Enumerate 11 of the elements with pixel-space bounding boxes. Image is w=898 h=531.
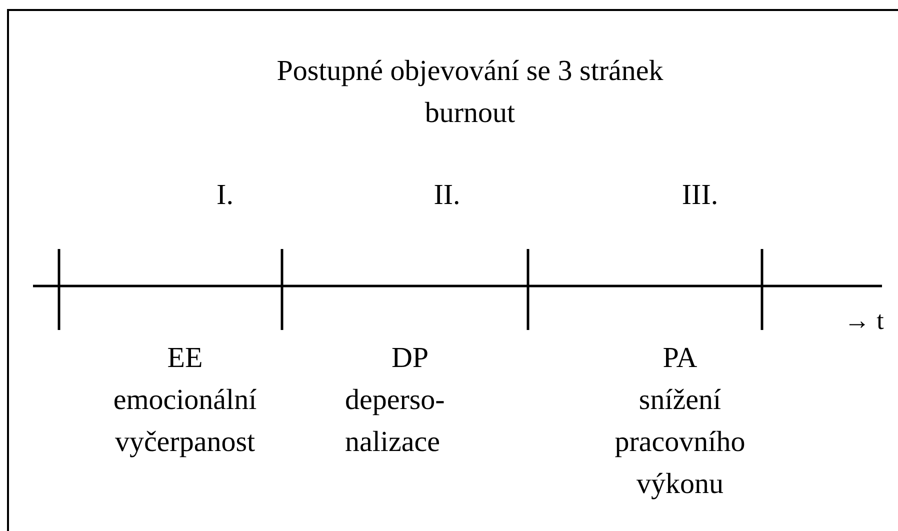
phase-description: emocionální vyčerpanost <box>112 383 258 460</box>
phase-description: snížení pracovního výkonu <box>614 383 746 502</box>
abbreviation: EE <box>166 341 204 376</box>
abbreviation: PA <box>662 341 698 376</box>
abbreviation: DP <box>390 341 430 376</box>
phase-number: I. <box>216 178 234 213</box>
phase-number: II. <box>432 178 462 213</box>
time-axis-label: → t <box>843 305 885 337</box>
phase-description: deperso- nalizace <box>345 383 446 460</box>
phase-number: III. <box>680 178 720 213</box>
title: Postupné objevování se 3 stránek burnout <box>276 54 664 131</box>
